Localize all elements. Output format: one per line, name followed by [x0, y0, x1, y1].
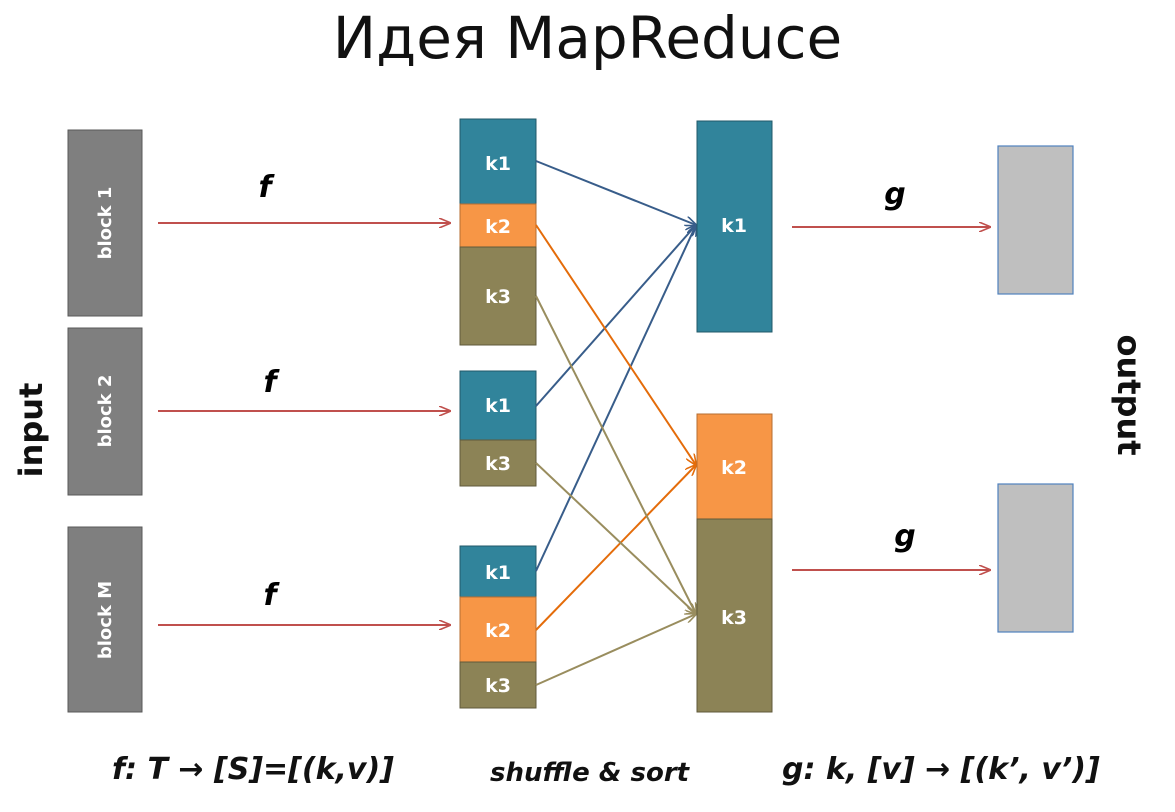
- mapper3-k3-box: [459, 661, 537, 709]
- mapper1-k3-label: k3: [485, 286, 511, 308]
- mapper1-k2-label: k2: [485, 216, 511, 238]
- mapper1-k3-box: [459, 246, 537, 346]
- mapper2-k3-label: k3: [485, 453, 511, 475]
- shuffle-arrow-k2-from-mapper3: [535, 465, 696, 631]
- reduce-function-label-2: g: [894, 519, 915, 554]
- mapper3-k2-label: k2: [485, 620, 511, 642]
- input-block-2-label: block 2: [95, 375, 116, 448]
- output-box-1: [997, 145, 1074, 295]
- reducer-k3-label: k3: [721, 607, 747, 629]
- map-function-label-1: f: [258, 170, 275, 205]
- shuffle-arrow-k3-from-mapper3: [535, 614, 696, 686]
- reduce-function-label-1: g: [884, 177, 905, 212]
- shuffle-arrow-k3-from-mapper2: [535, 462, 696, 614]
- mapper3-k3-label: k3: [485, 675, 511, 697]
- input-block-2: [67, 327, 143, 496]
- shuffle-arrow-k1-from-mapper2: [535, 225, 696, 407]
- mapper2-k3-box: [459, 439, 537, 487]
- reducer-k3-box: [696, 518, 773, 713]
- output-box-2: [997, 483, 1074, 633]
- input-block-m: [67, 526, 143, 713]
- map-function-label-3: f: [263, 578, 280, 613]
- slide-title: Идея MapReduce: [332, 4, 843, 72]
- map-function-label-2: f: [263, 365, 280, 400]
- output-label: output: [1110, 334, 1148, 455]
- mapper3-k1-label: k1: [485, 562, 511, 584]
- mapper2-k1-label: k1: [485, 395, 511, 417]
- mapper2-k1-box: [459, 370, 537, 441]
- shuffle-arrow-k1-from-mapper1: [535, 160, 696, 225]
- mapper1-k1-label: k1: [485, 153, 511, 175]
- reducer-k1-box: [696, 120, 773, 333]
- map-formula: f: T → [S]=[(k,v)]: [112, 752, 394, 787]
- mapper1-k1-box: [459, 118, 537, 205]
- reducer-k1-label: k1: [721, 215, 747, 237]
- shuffle-arrow-k3-from-mapper1: [535, 295, 696, 614]
- shuffle-sort-label: shuffle & sort: [490, 758, 690, 788]
- input-block-1: [67, 129, 143, 317]
- shuffle-arrow-k2-from-mapper1: [535, 224, 696, 465]
- reduce-formula: g: k, [v] → [(k’, v’)]: [782, 752, 1100, 787]
- mapper3-k2-box: [459, 596, 537, 663]
- input-block-m-label: block M: [95, 581, 116, 659]
- input-block-1-label: block 1: [95, 187, 116, 260]
- reducer-k2-box: [696, 413, 773, 520]
- shuffle-arrow-k1-from-mapper3: [535, 225, 696, 572]
- mapper1-k2-box: [459, 203, 537, 248]
- reducer-k2-label: k2: [721, 457, 747, 479]
- input-label: input: [12, 383, 50, 478]
